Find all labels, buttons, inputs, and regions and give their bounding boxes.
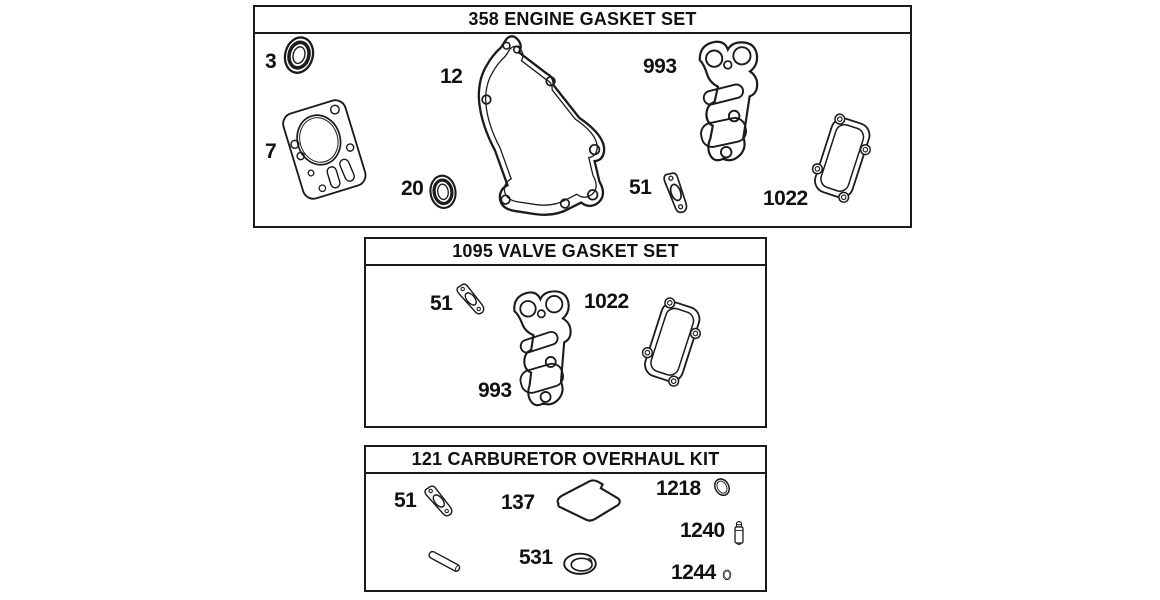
part-number-51: 51 — [629, 176, 652, 199]
flange-gasket-51-icon — [661, 170, 691, 216]
plunger-1240-icon — [734, 521, 744, 546]
engine-gasket-set-title-text: 358 ENGINE GASKET SET — [468, 9, 697, 29]
valve-cover-gasket-1022-icon — [634, 293, 710, 391]
valve-cover-gasket-1022-icon — [804, 110, 880, 207]
engine-gasket-set-section: 358 ENGINE GASKET SET 3 — [253, 5, 912, 228]
part-number-12: 12 — [440, 65, 463, 88]
part-number-137: 137 — [501, 491, 535, 514]
flange-gasket-51-icon — [422, 483, 456, 520]
crankcase-gasket-12-icon — [477, 35, 606, 216]
tube-icon — [427, 549, 462, 574]
valve-gasket-set-body: 51 993 1022 — [366, 266, 765, 426]
part-number-1022: 1022 — [763, 187, 808, 210]
engine-gasket-set-body: 3 7 12 20 51 993 1022 — [255, 34, 910, 226]
carburetor-overhaul-kit-title-text: 121 CARBURETOR OVERHAUL KIT — [411, 449, 720, 469]
part-number-531: 531 — [519, 546, 553, 569]
part-number-7: 7 — [265, 140, 277, 163]
oil-seal-3-icon — [279, 34, 319, 78]
engine-gasket-set-illustrations — [279, 34, 880, 216]
part-number-1218: 1218 — [656, 477, 701, 500]
part-number-51: 51 — [394, 489, 417, 512]
breather-gasket-993-icon — [512, 289, 575, 407]
part-number-51: 51 — [430, 292, 453, 315]
carburetor-overhaul-kit-body: 51 137 531 1218 1240 1244 — [366, 474, 765, 590]
part-number-1244: 1244 — [671, 561, 716, 584]
valve-gasket-set-section: 1095 VALVE GASKET SET 51 993 1022 — [364, 237, 767, 428]
oil-seal-20-icon — [426, 172, 460, 212]
valve-gasket-set-title: 1095 VALVE GASKET SET — [366, 239, 765, 266]
part-number-1022: 1022 — [584, 290, 629, 313]
carburetor-overhaul-kit-section: 121 CARBURETOR OVERHAUL KIT 51 — [364, 445, 767, 592]
part-number-993: 993 — [478, 379, 512, 402]
part-number-3: 3 — [265, 50, 277, 73]
float-bowl-ring-531-icon — [563, 552, 597, 575]
washer-1244-icon — [722, 569, 732, 581]
cylinder-head-gasket-7-icon — [279, 96, 370, 203]
valve-gasket-set-title-text: 1095 VALVE GASKET SET — [452, 241, 679, 261]
breather-gasket-993-icon — [695, 39, 760, 163]
valve-gasket-set-illustrations — [454, 281, 710, 407]
part-number-1240: 1240 — [680, 519, 725, 542]
carburetor-overhaul-kit-title: 121 CARBURETOR OVERHAUL KIT — [366, 447, 765, 474]
bowl-gasket-137-icon — [556, 479, 621, 522]
part-number-20: 20 — [401, 177, 424, 200]
part-number-993: 993 — [643, 55, 677, 78]
engine-gasket-set-title: 358 ENGINE GASKET SET — [255, 7, 910, 34]
o-ring-1218-icon — [711, 475, 733, 499]
flange-gasket-51-icon — [454, 281, 488, 318]
